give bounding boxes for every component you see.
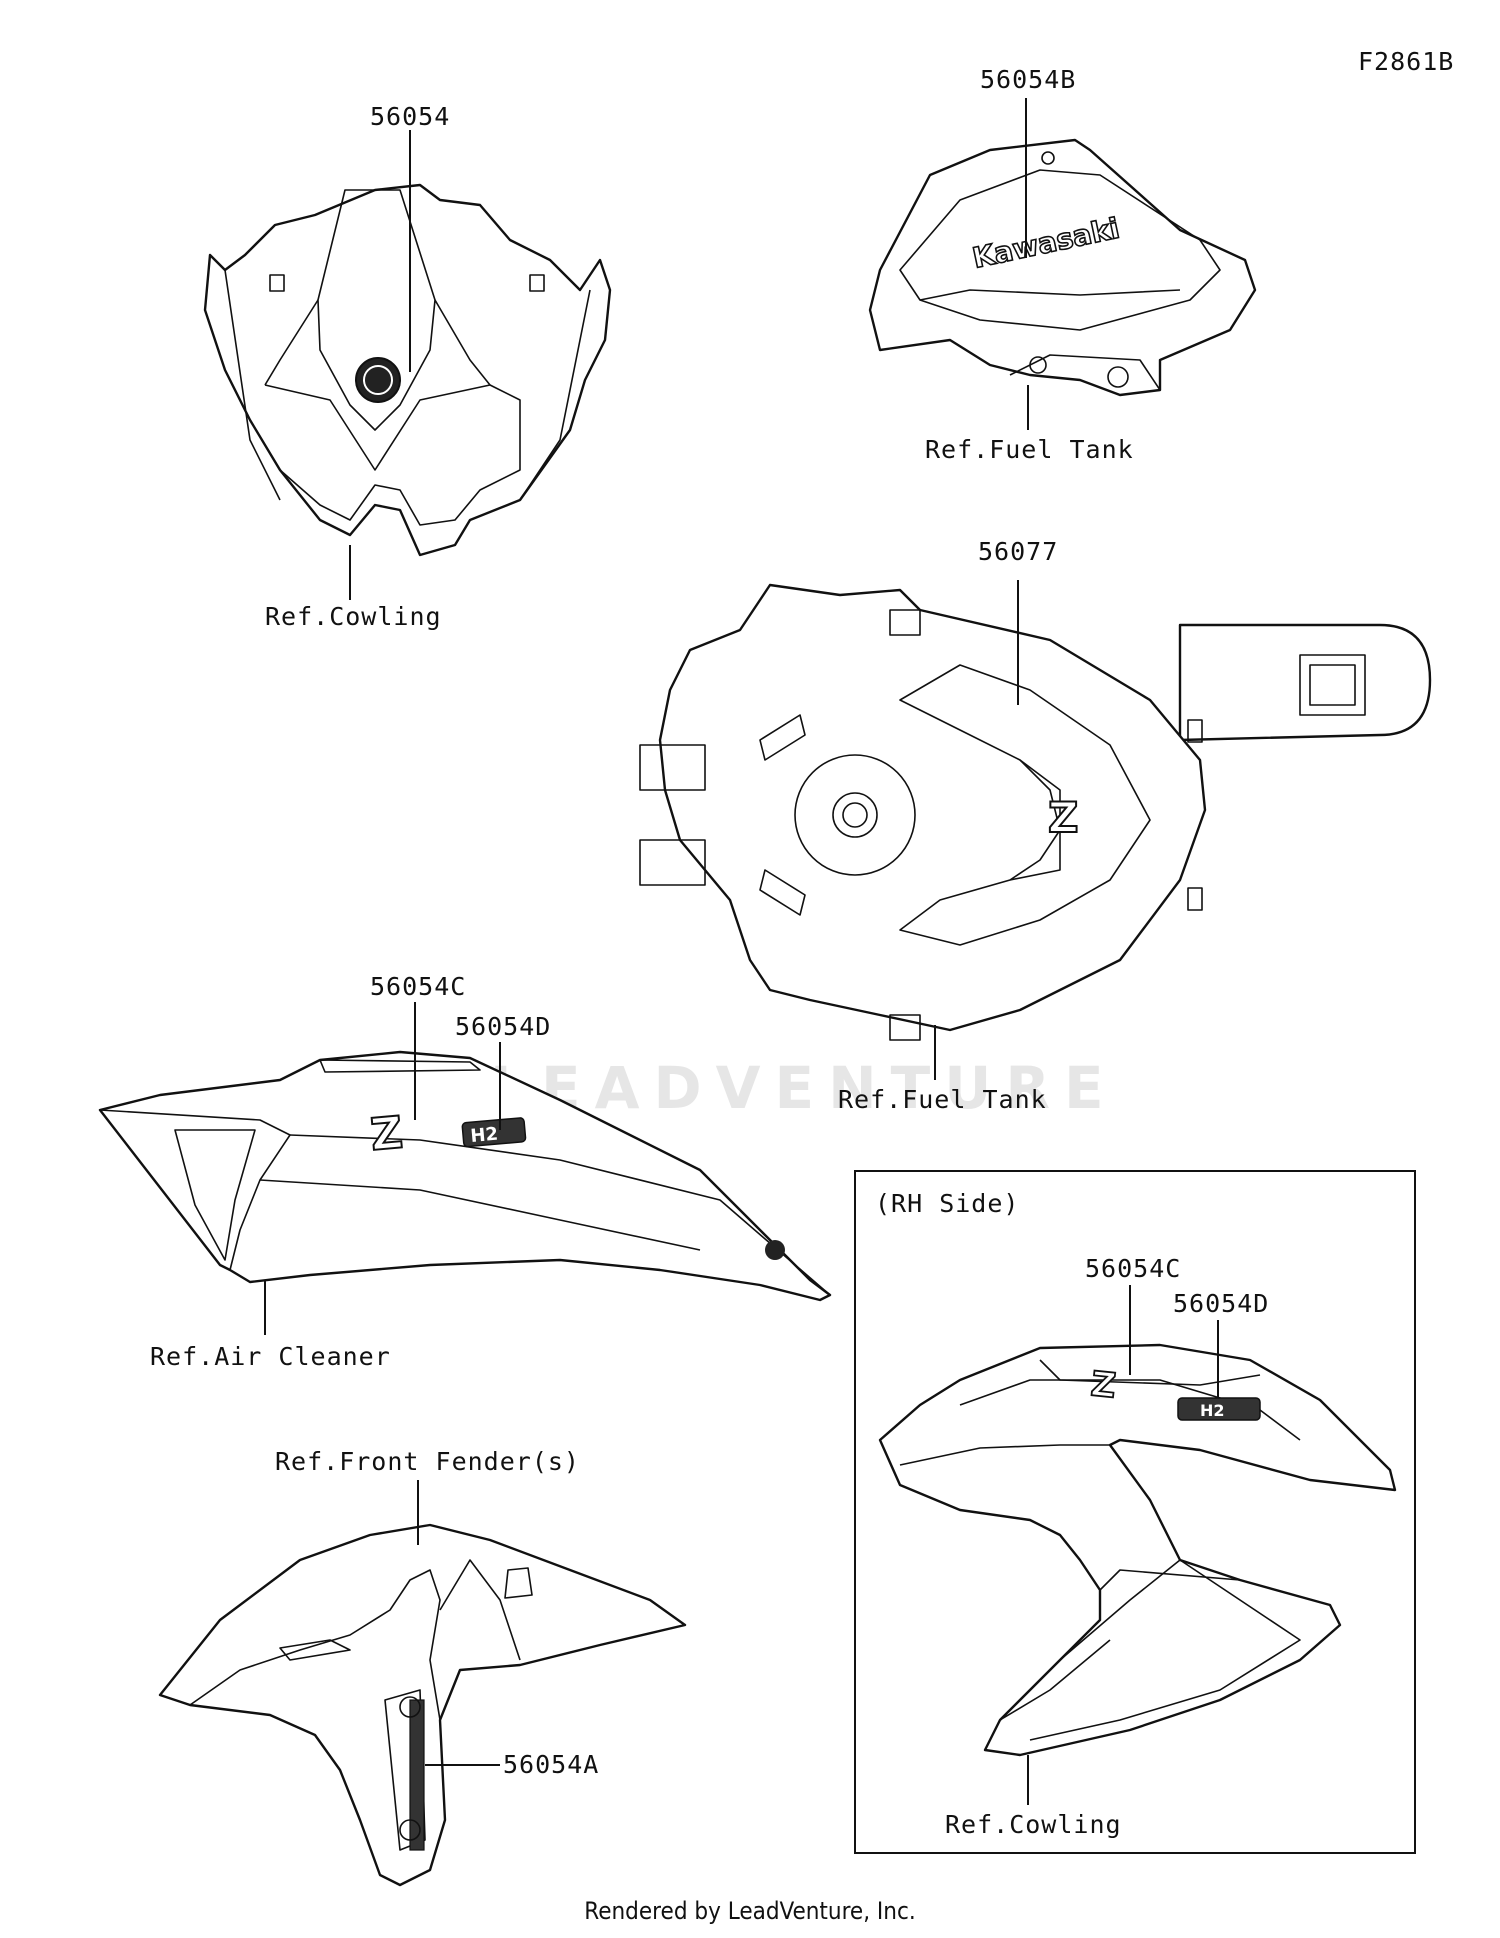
ref-fuel-tank-cover-label: Ref.Fuel Tank <box>838 1085 1047 1114</box>
z-decal-left: Z <box>369 1107 405 1161</box>
part-number-56054C-rh: 56054C <box>1085 1254 1181 1283</box>
part-number-56077: 56077 <box>978 537 1058 566</box>
ref-fuel-tank-top-label: Ref.Fuel Tank <box>925 435 1134 464</box>
h2-fender-decal <box>409 1699 425 1851</box>
part-number-56054C-left: 56054C <box>370 972 466 1001</box>
emblem-decal <box>355 357 401 403</box>
fuel-tank-cover-drawing: Z <box>639 583 1432 1041</box>
part-number-56054D-rh: 56054D <box>1173 1289 1269 1318</box>
rh-side-inset-frame <box>854 1170 1416 1854</box>
footer-credit: Rendered by LeadVenture, Inc. <box>584 1897 916 1925</box>
h2-badge-left <box>461 1117 527 1148</box>
z-decal-rh: Z <box>1089 1364 1118 1406</box>
front-fender-drawing <box>158 1523 687 1887</box>
h2-badge-rh-text: H2 <box>1200 1401 1225 1420</box>
rh-side-title: (RH Side) <box>875 1189 1019 1218</box>
diagram-code: F2861B <box>1358 47 1454 76</box>
part-number-56054B: 56054B <box>980 65 1076 94</box>
ref-front-fender-label: Ref.Front Fender(s) <box>275 1447 580 1476</box>
z-decal-letter: Z <box>1048 793 1078 842</box>
fuel-tank-side-drawing: Kawasaki <box>868 138 1257 397</box>
watermark-text: LEADVENTURE <box>490 1054 1118 1122</box>
h2-badge-left-text: H2 <box>470 1124 499 1147</box>
front-cowling-drawing <box>203 183 612 557</box>
ref-air-cleaner-label: Ref.Air Cleaner <box>150 1342 391 1371</box>
ref-cowling-front-label: Ref.Cowling <box>265 602 442 631</box>
part-number-56054: 56054 <box>370 102 450 131</box>
ref-cowling-rh-label: Ref.Cowling <box>945 1810 1122 1839</box>
rh-side-cowling-drawing: Z H2 <box>878 1343 1397 1757</box>
part-number-56054D-left: 56054D <box>455 1012 551 1041</box>
left-shroud-drawing: Z H2 <box>98 1050 832 1302</box>
part-number-56054A: 56054A <box>503 1750 599 1779</box>
